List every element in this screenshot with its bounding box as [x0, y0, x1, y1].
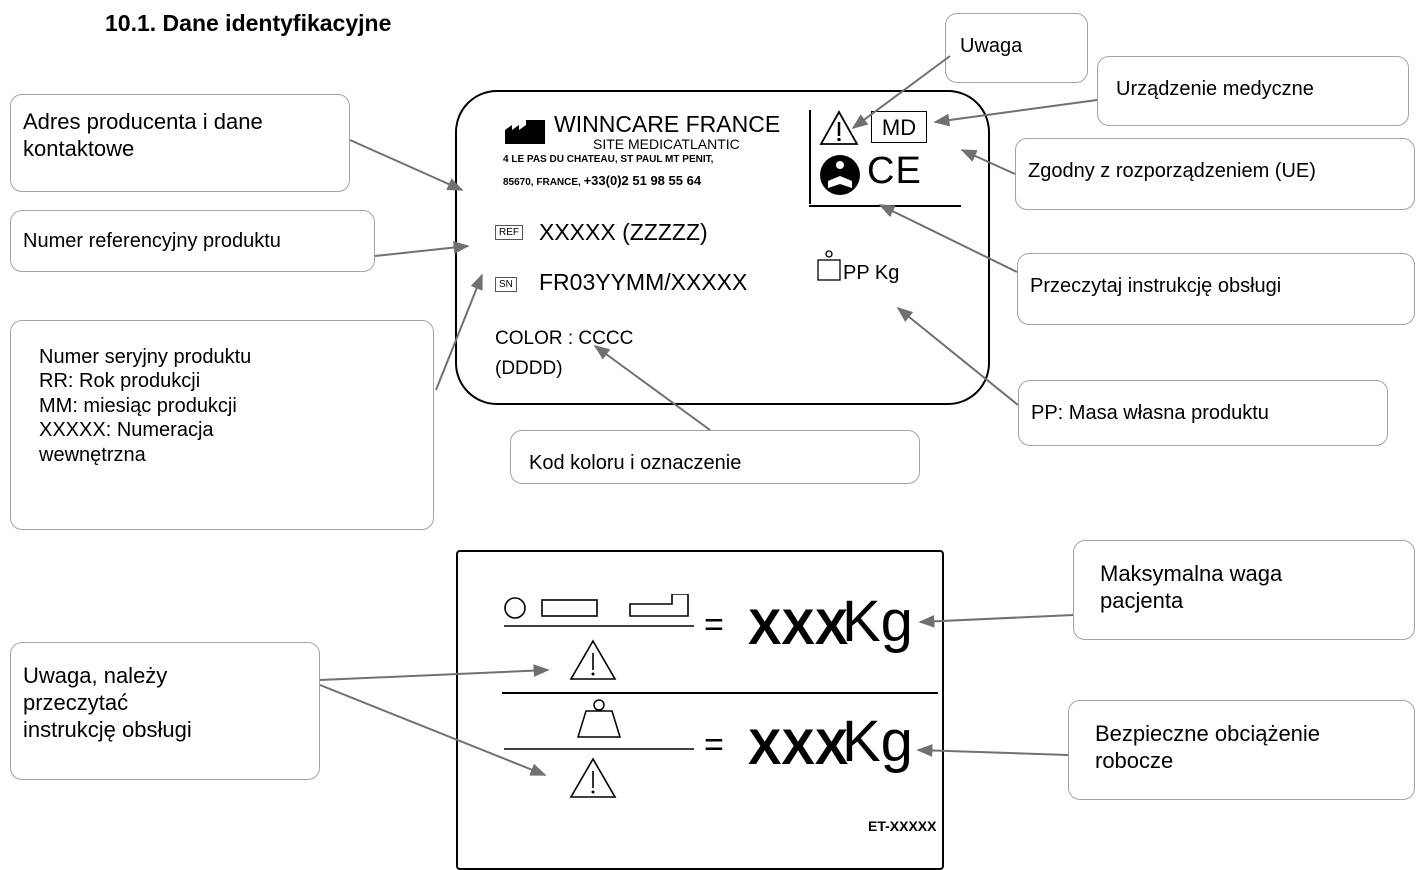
- callout-reference-number: Numer referencyjny produktu: [10, 210, 375, 272]
- callout-text: kontaktowe: [23, 135, 135, 161]
- weight-value: PP Kg: [843, 262, 900, 284]
- callout-text: Maksymalna waga: [1100, 561, 1283, 586]
- ref-value: XXXXX (ZZZZZ): [539, 219, 708, 245]
- color-line-2: (DDDD): [495, 358, 563, 379]
- weight-icon: [817, 250, 841, 281]
- callout-warning-read-manual: Uwaga, należy przeczytać instrukcję obsł…: [10, 642, 320, 780]
- sn-code: SN: [495, 277, 517, 292]
- callout-max-patient-weight: Maksymalna waga pacjenta: [1073, 540, 1415, 640]
- bed-icon: [504, 594, 694, 627]
- manufacturer-icon: [505, 120, 545, 144]
- safe-load-unit: Kg: [842, 709, 913, 774]
- address-line-1: 4 LE PAS DU CHATEAU, ST PAUL MT PENIT,: [503, 154, 714, 165]
- divider-vertical: [809, 110, 811, 204]
- phone-number: +33(0)2 51 98 55 64: [583, 173, 702, 188]
- label-code: ET-XXXXX: [868, 818, 937, 834]
- max-weight-value: XXX: [748, 599, 849, 655]
- callout-text: instrukcję obsługi: [23, 716, 192, 742]
- callout-text: Adres producenta i dane: [23, 109, 263, 134]
- callout-text: XXXXX: Numeracja: [39, 419, 214, 442]
- callout-text: MM: miesiąc produkcji: [39, 394, 237, 417]
- callout-manufacturer-address: Adres producenta i dane kontaktowe: [10, 94, 350, 192]
- callout-text: Bezpieczne obciążenie: [1095, 721, 1321, 746]
- warning-triangle-icon: [569, 757, 617, 798]
- arrow-address: [349, 139, 464, 191]
- callout-eu-compliant: Zgodny z rozporządzeniem (UE): [1015, 138, 1415, 210]
- callout-text: Uwaga, należy: [23, 663, 168, 688]
- warning-triangle-icon: [569, 639, 617, 680]
- callout-text: robocze: [1095, 747, 1174, 773]
- load-weight-icon: [504, 699, 694, 750]
- read-manual-icon: [820, 155, 860, 195]
- callout-serial-number: Numer seryjny produktu RR: Rok produkcji…: [10, 320, 434, 530]
- equals-sign-2: =: [704, 726, 724, 764]
- callout-text: Numer seryjny produktu: [39, 346, 252, 368]
- sn-value: FR03YYMM/XXXXX: [539, 269, 748, 295]
- callout-warning: Uwaga: [945, 13, 1088, 83]
- product-label-bottom: = XXX Kg = XXX Kg ET-XXXXX: [456, 550, 944, 870]
- max-weight-unit: Kg: [842, 589, 913, 654]
- section-heading: 10.1. Dane identyfikacyjne: [105, 10, 392, 36]
- medical-device-badge: MD: [871, 111, 927, 143]
- callout-text: RR: Rok produkcji: [39, 370, 201, 393]
- equals-sign-1: =: [704, 606, 724, 644]
- callout-text: wewnętrzna: [39, 443, 146, 466]
- product-label-top: WINNCARE FRANCE SITE MEDICATLANTIC 4 LE …: [455, 90, 990, 405]
- site-name: SITE MEDICATLANTIC: [593, 136, 740, 152]
- callout-text: pacjenta: [1100, 587, 1184, 613]
- ce-mark: CE: [867, 150, 922, 192]
- ref-code: REF: [495, 225, 523, 240]
- company-name: WINNCARE FRANCE: [554, 111, 781, 137]
- callout-product-weight: PP: Masa własna produktu: [1018, 380, 1388, 446]
- label-divider: [502, 692, 938, 694]
- callout-text: przeczytać: [23, 689, 129, 715]
- safe-load-value: XXX: [748, 719, 849, 775]
- address-line-2: 85670, FRANCE, +33(0)2 51 98 55 64: [503, 173, 701, 188]
- callout-read-manual: Przeczytaj instrukcję obsługi: [1017, 253, 1415, 325]
- address-country: 85670, FRANCE,: [503, 177, 581, 188]
- color-line-1: COLOR : CCCC: [495, 328, 634, 349]
- callout-color-code: Kod koloru i oznaczenie: [510, 430, 920, 484]
- warning-triangle-icon: [819, 110, 859, 145]
- callout-safe-working-load: Bezpieczne obciążenie robocze: [1068, 700, 1415, 800]
- callout-medical-device: Urządzenie medyczne: [1097, 56, 1409, 126]
- divider-horizontal: [809, 205, 961, 207]
